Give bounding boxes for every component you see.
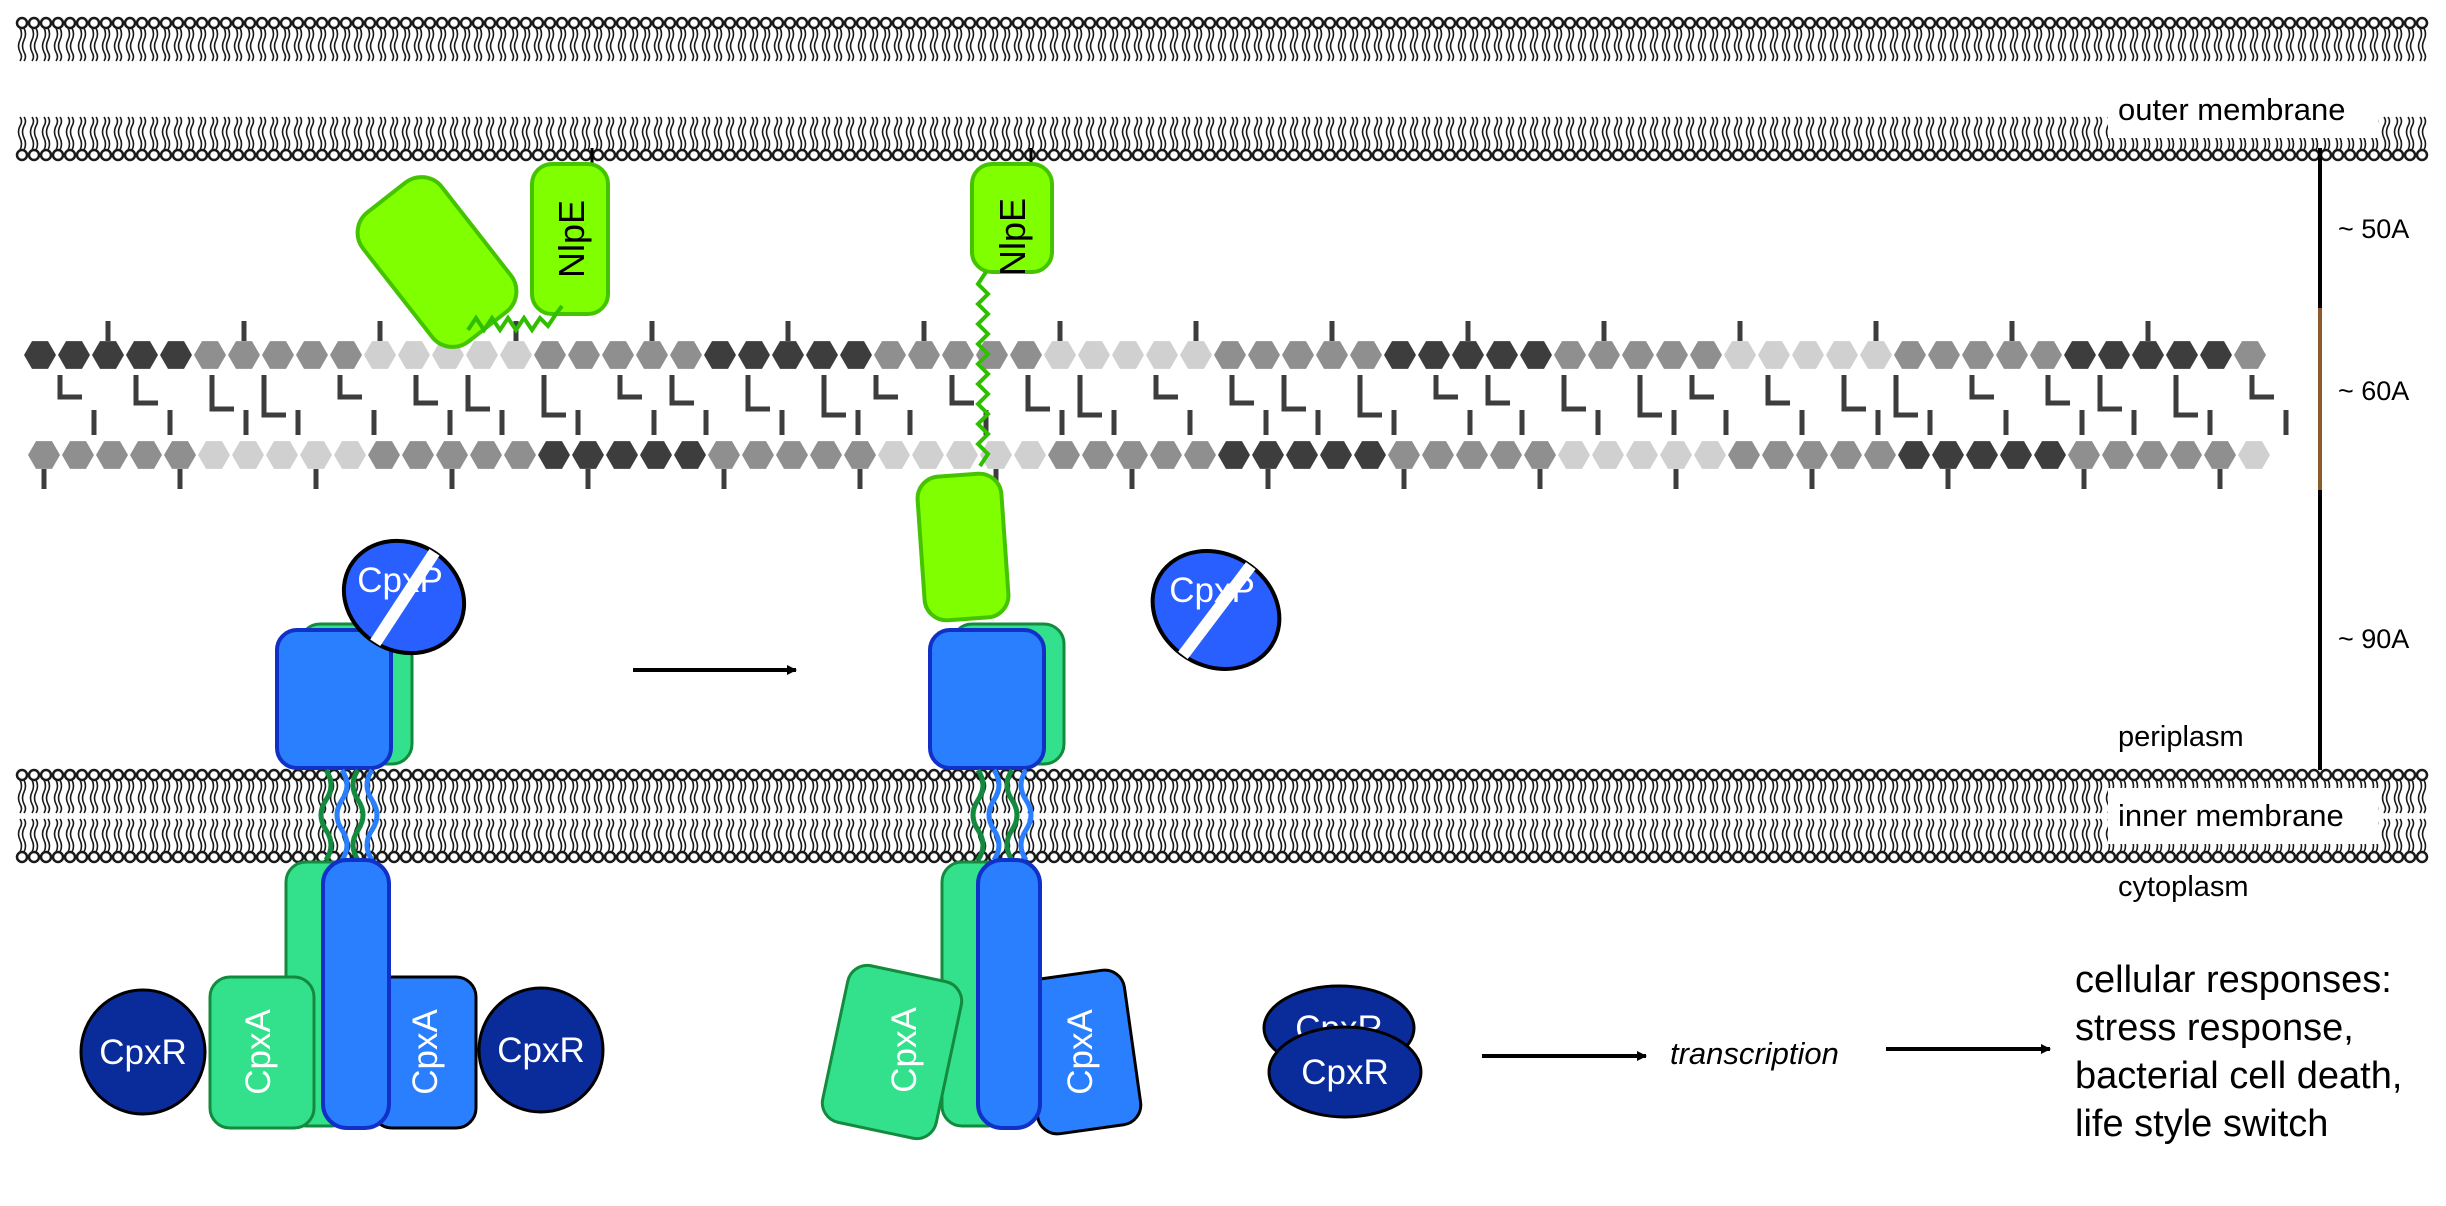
- nlpe-label-right: NlpE: [992, 198, 1033, 276]
- peptidoglycan-layer: [24, 321, 2289, 489]
- responses-heading: cellular responses:: [2075, 959, 2392, 1001]
- response-stress: stress response,: [2075, 1007, 2354, 1049]
- cpxa-label-right-2: CpxA: [1061, 1009, 1100, 1095]
- cpxr-dimer: CpxR CpxR: [1262, 984, 1423, 1119]
- cpxr-protein-left-1: [79, 988, 207, 1116]
- cpxa-periplasmic-blue-right: [928, 628, 1046, 770]
- cpxr-label-dimer-front: CpxR: [1301, 1053, 1389, 1092]
- cpxa-periplasmic-blue-left: [275, 628, 393, 770]
- cpxa-kinase-green-left: [208, 975, 316, 1130]
- cellular-responses: cellular responses: stress response, bac…: [2075, 956, 2435, 1148]
- distance-label-50: ~ 50A: [2338, 214, 2409, 244]
- cpxa-label-right-1: CpxA: [885, 1007, 924, 1093]
- response-cell-death: bacterial cell death,: [2075, 1055, 2403, 1097]
- cpxp-label-left: CpxP: [357, 561, 443, 600]
- transcription-label: transcription: [1670, 1036, 1839, 1071]
- cpxp-protein-left: [341, 538, 467, 656]
- response-lifestyle: life style switch: [2075, 1103, 2329, 1145]
- inner-membrane-label: inner membrane: [2118, 798, 2344, 833]
- nlpe-linker-right: [975, 270, 991, 468]
- right-complex: NlpE CpxA CpxA: [820, 148, 1143, 1141]
- periplasm-label: periplasm: [2118, 721, 2244, 753]
- cpxr-protein-left-2: [477, 986, 605, 1114]
- cpxa-kinase-green-right: [820, 963, 964, 1141]
- cpxp-protein-released: [1150, 549, 1282, 671]
- outer-membrane-label: outer membrane: [2118, 92, 2345, 127]
- cytoplasm-label: cytoplasm: [2118, 871, 2249, 903]
- cpxr-label-left-2: CpxR: [497, 1031, 585, 1070]
- inner-membrane-label-box: [2108, 788, 2378, 844]
- nlpe-linker-left: [466, 304, 564, 334]
- cpxp-label-released: CpxP: [1169, 571, 1255, 610]
- cpxa-label-left-2: CpxA: [406, 1009, 445, 1095]
- nlpe-label-left: NlpE: [551, 200, 592, 278]
- cpxa-label-left-1: CpxA: [239, 1009, 278, 1095]
- distance-label-60: ~ 60A: [2338, 376, 2409, 406]
- left-complex: NlpE CpxP CpxA CpxA CpxR CpxR: [79, 148, 610, 1130]
- inner-membrane: [15, 768, 2430, 864]
- nlpe-protein-right: [970, 162, 1054, 274]
- distance-label-90: ~ 90A: [2338, 624, 2409, 654]
- nlpe-domain-right: [915, 471, 1011, 623]
- cpxr-label-left-1: CpxR: [99, 1033, 187, 1072]
- outer-membrane-label-box: [2108, 82, 2378, 138]
- outer-membrane: [15, 16, 2430, 162]
- distance-scale: ~ 50A ~ 60A ~ 90A: [2318, 148, 2409, 770]
- nlpe-protein-left: [530, 162, 610, 316]
